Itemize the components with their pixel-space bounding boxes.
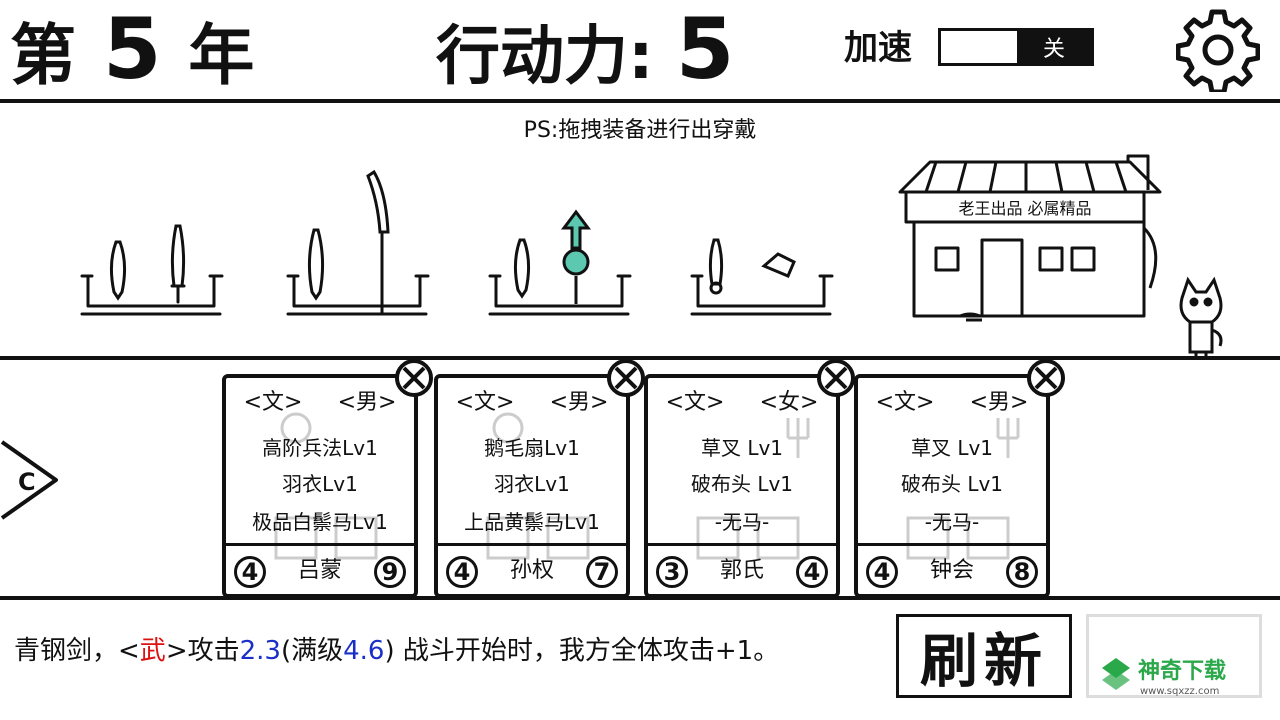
hero-right-stat: 8 [1006, 556, 1038, 588]
hero-item-1: 草叉 Lv1 [910, 436, 994, 460]
hero-right-stat: 4 [796, 556, 828, 588]
close-icon[interactable] [606, 358, 646, 398]
gear-icon[interactable] [1176, 8, 1260, 92]
weapon-rack-4[interactable] [686, 166, 836, 322]
hero-item-3: 上品黄鬃马Lv1 [464, 510, 600, 534]
hero-name: 钟会 [929, 558, 974, 583]
hero-gender-tag: <男> [969, 390, 1029, 415]
hero-gender-tag: <女> [759, 390, 819, 415]
hero-right-stat: 7 [586, 556, 618, 588]
hero-name: 郭氏 [719, 558, 764, 583]
weapon-rack-1[interactable] [76, 166, 226, 322]
scroll-left-label: C [18, 468, 36, 496]
hero-item-2: 羽衣Lv1 [282, 472, 358, 496]
speed-label: 加速 [844, 28, 912, 68]
shop-sign: 老王出品 必属精品 [958, 199, 1091, 218]
hero-item-3: -无马- [924, 510, 980, 534]
desc-part: >攻击 [165, 636, 240, 666]
cat-character [1179, 276, 1223, 358]
watermark-logo: 神奇下载 www.sqxzz.com [1102, 658, 1226, 697]
desc-type: 武 [139, 636, 166, 666]
year-prefix: 第 [10, 17, 78, 94]
close-icon[interactable] [816, 358, 856, 398]
weapon-rack-2[interactable] [282, 166, 432, 322]
hero-item-1: 高阶兵法Lv1 [262, 436, 378, 460]
hero-gender-tag: <男> [337, 390, 397, 415]
scroll-left-button[interactable]: C [0, 438, 60, 522]
hero-footer: 4 孙权 7 [438, 543, 626, 594]
hero-class-tag: <文> [665, 390, 725, 415]
equipment-shop[interactable]: 老王出品 必属精品 [896, 148, 1168, 328]
desc-max-value: 4.6 [343, 636, 385, 666]
field-divider [0, 356, 1280, 360]
weapon-rack-3[interactable] [484, 166, 634, 322]
hero-left-stat: 4 [866, 556, 898, 588]
hero-footer: 4 钟会 8 [858, 543, 1046, 594]
hero-name: 吕蒙 [297, 558, 342, 583]
hero-left-stat: 3 [656, 556, 688, 588]
hero-class-tag: <文> [455, 390, 515, 415]
hero-card-3[interactable]: <文> <女> 草叉 Lv1 破布头 Lv1 -无马- 3 郭氏 4 [644, 359, 855, 598]
disabled-button [1086, 614, 1262, 698]
watermark-url: www.sqxzz.com [1140, 686, 1219, 697]
hero-card-4[interactable]: <文> <男> 草叉 Lv1 破布头 Lv1 -无马- 4 钟会 8 [854, 359, 1065, 598]
speed-toggle-track[interactable] [941, 31, 1017, 63]
hero-item-2: 破布头 Lv1 [900, 472, 1004, 496]
watermark-title: 神奇下载 [1138, 658, 1226, 684]
hero-item-2: 羽衣Lv1 [494, 472, 570, 496]
hero-left-stat: 4 [446, 556, 478, 588]
desc-part: 青钢剑，< [14, 636, 140, 666]
hero-item-3: 极品白鬃马Lv1 [252, 510, 388, 534]
action-points-value: 5 [675, 0, 735, 98]
drag-hint: PS:拖拽装备进行出穿戴 [523, 118, 757, 143]
hero-right-stat: 9 [374, 556, 406, 588]
hero-left-stat: 4 [234, 556, 266, 588]
hero-name: 孙权 [509, 558, 554, 583]
speed-toggle-state[interactable]: 关 [1017, 31, 1091, 63]
speed-toggle[interactable]: 关 [938, 28, 1094, 66]
hero-item-1: 草叉 Lv1 [700, 436, 784, 460]
action-points: 行动力: 5 [436, 4, 734, 102]
desc-part: ) 战斗开始时，我方全体攻击+1。 [384, 636, 780, 666]
hero-footer: 4 吕蒙 9 [226, 543, 414, 594]
close-icon[interactable] [394, 358, 434, 398]
item-description: 青钢剑，<武>攻击2.3(满级4.6) 战斗开始时，我方全体攻击+1。 [14, 630, 779, 667]
hero-card-2[interactable]: <文> <男> 鹅毛扇Lv1 羽衣Lv1 上品黄鬃马Lv1 4 孙权 7 [434, 359, 645, 598]
action-points-label: 行动力: [436, 20, 654, 94]
hero-item-1: 鹅毛扇Lv1 [484, 436, 580, 460]
hero-class-tag: <文> [243, 390, 303, 415]
desc-attack-value: 2.3 [239, 636, 281, 666]
year-suffix: 年 [188, 17, 257, 94]
hero-footer: 3 郭氏 4 [648, 543, 836, 594]
year-value: 5 [102, 0, 164, 98]
year-counter: 第 5 年 [10, 4, 256, 101]
hero-class-tag: <文> [875, 390, 935, 415]
hero-item-2: 破布头 Lv1 [690, 472, 794, 496]
header-divider [0, 99, 1280, 103]
description-divider [0, 596, 1280, 600]
hero-card-1[interactable]: <文> <男> 高阶兵法Lv1 羽衣Lv1 极品白鬃马Lv1 4 吕蒙 9 [222, 359, 433, 598]
refresh-button[interactable]: 刷新 [896, 614, 1072, 698]
hero-item-3: -无马- [714, 510, 770, 534]
hero-gender-tag: <男> [549, 390, 609, 415]
desc-part: (满级 [280, 636, 344, 666]
close-icon[interactable] [1026, 358, 1066, 398]
